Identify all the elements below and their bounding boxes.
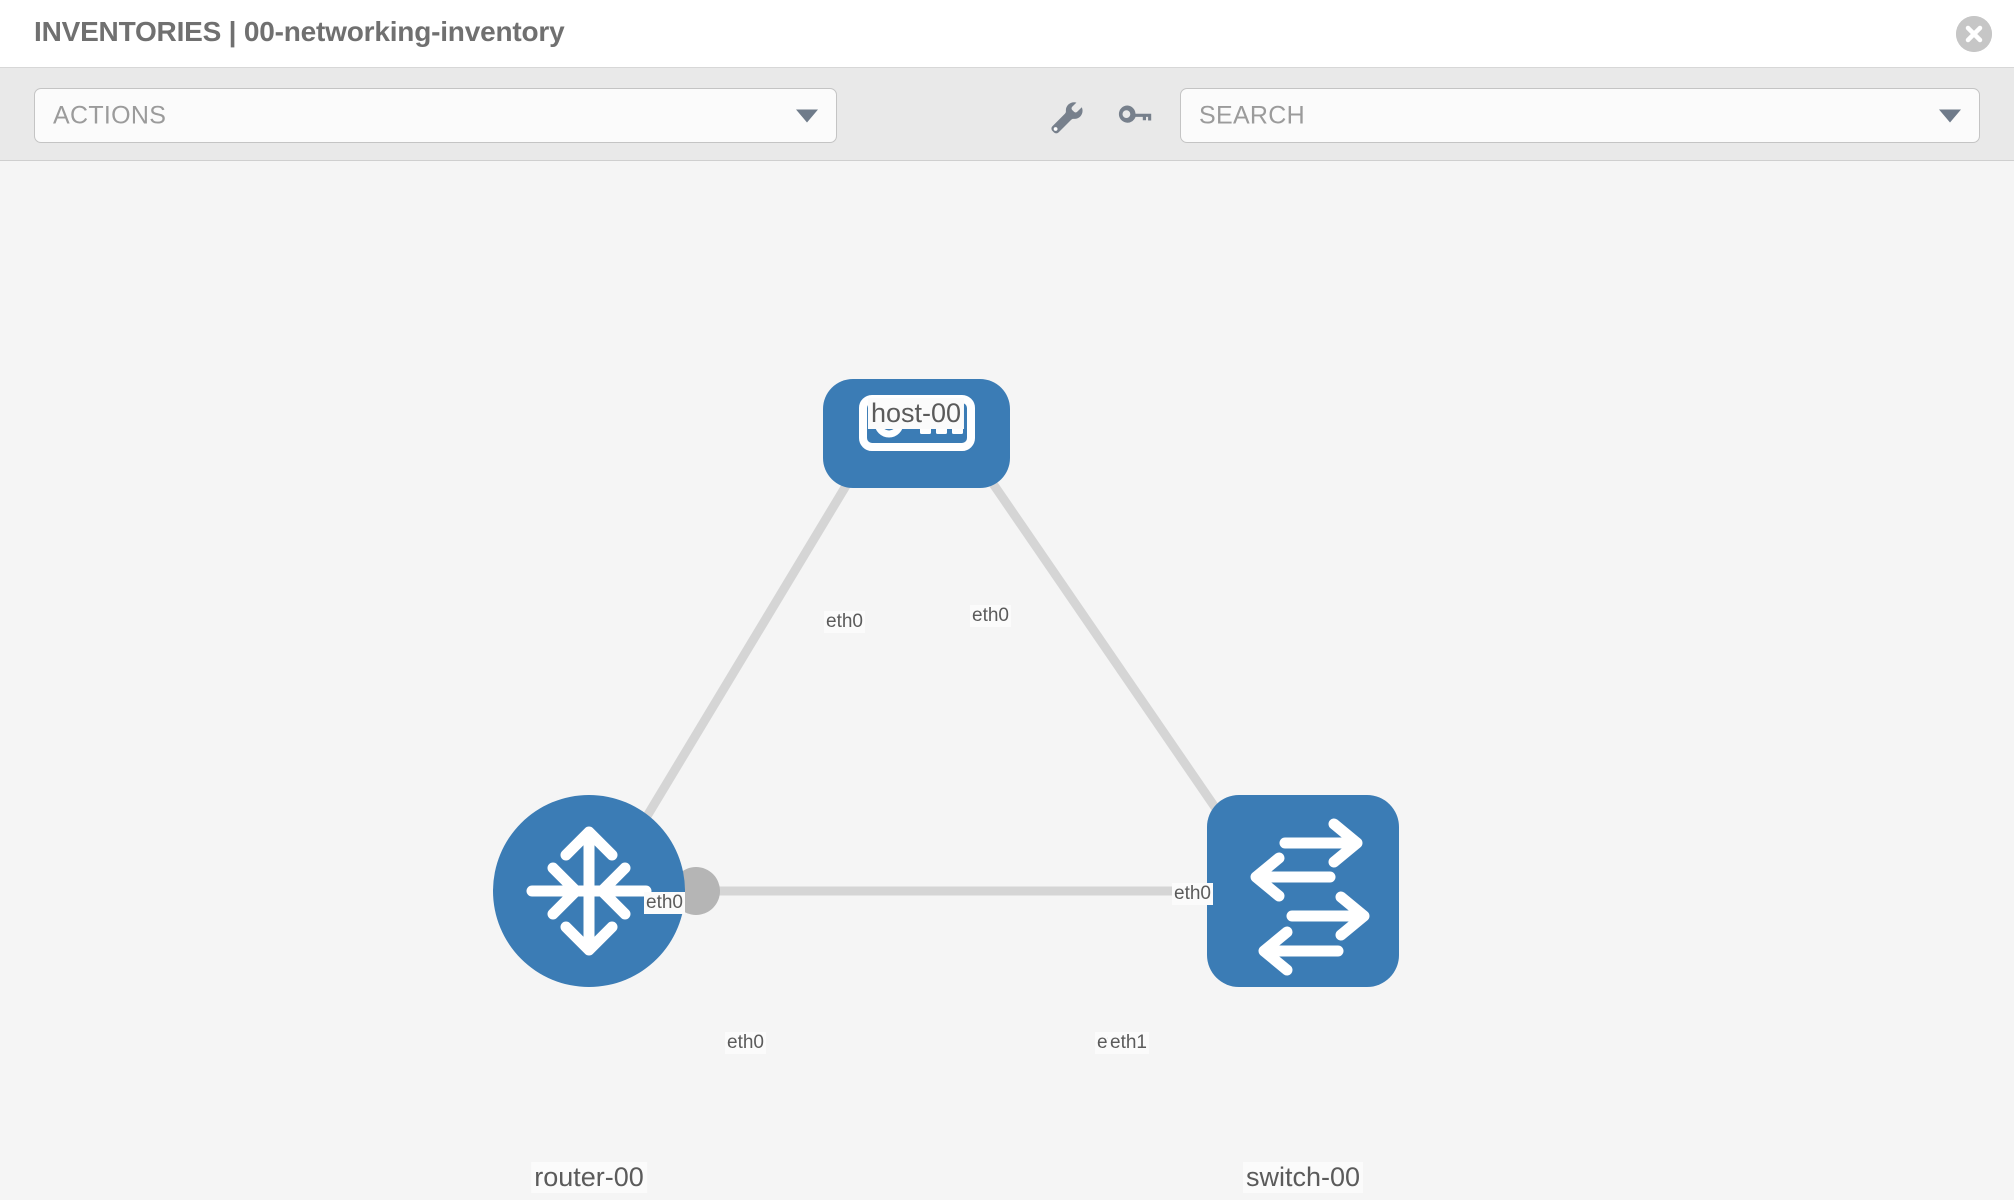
switch-icon [1250,818,1370,976]
router-icon [526,826,652,956]
page-title: INVENTORIES | 00-networking-inventory [34,16,565,47]
actions-dropdown-label: ACTIONS [53,101,167,129]
link-host-switch[interactable] [946,418,1249,854]
topology-canvas[interactable]: host-00 router-00 switch-00 eth0 eth0 et… [0,161,2014,1200]
window-header: INVENTORIES | 00-networking-inventory [0,0,2014,68]
close-icon[interactable] [1956,16,1992,52]
topology-graph [493,379,1399,987]
search-placeholder: SEARCH [1199,101,1305,129]
iface-label-host-eth0-left: eth0 [824,611,865,633]
search-input[interactable]: SEARCH [1180,88,1980,143]
node-router-00[interactable] [493,795,685,987]
node-switch-00[interactable] [1207,795,1399,987]
node-label-switch-00: switch-00 [1242,1162,1364,1193]
toolbar: ACTIONS SEARCH [0,68,2014,161]
iface-label-router-eth0-lan: eth0 [725,1032,766,1054]
iface-label-router-eth0-uplink: eth0 [644,892,685,914]
iface-label-switch-eth0-uplink: eth0 [1172,883,1213,905]
actions-dropdown[interactable]: ACTIONS [34,88,837,143]
chevron-down-icon [1939,109,1961,122]
node-host-00[interactable] [823,379,1010,488]
key-icon[interactable] [1113,100,1155,136]
chevron-down-icon [796,109,818,122]
node-label-router-00: router-00 [531,1162,647,1193]
iface-label-switch-eth1-lan: eth1 [1108,1032,1149,1054]
wrench-icon[interactable] [1046,100,1088,136]
node-label-host-00: host-00 [867,398,965,429]
iface-label-host-eth0-right: eth0 [970,605,1011,627]
link-host-router[interactable] [616,418,889,864]
